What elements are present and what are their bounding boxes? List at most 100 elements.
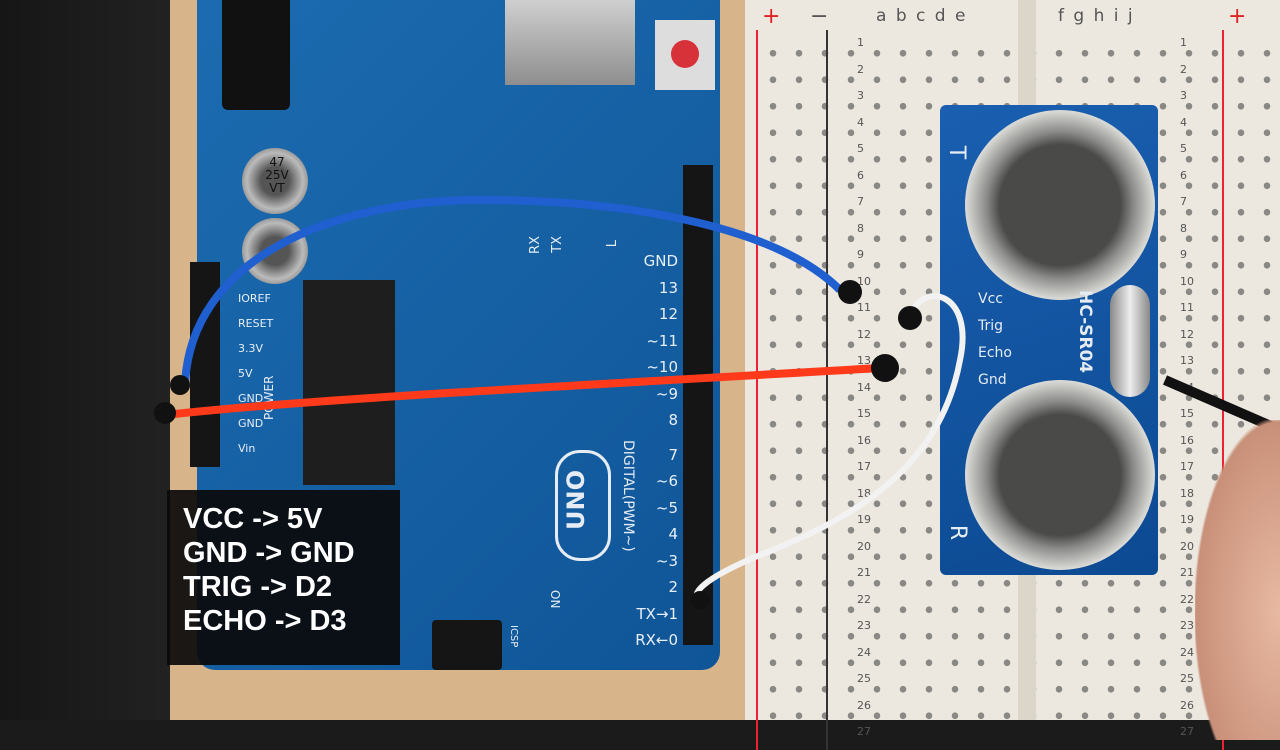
row-number: 16 (857, 433, 871, 447)
digital-pin-label: 12 (658, 305, 678, 323)
row-number: 23 (857, 619, 871, 632)
row-number: 15 (857, 407, 871, 420)
digital-pin-label: ~9 (655, 384, 678, 403)
sensor-pin-gnd: Gnd (978, 372, 1007, 388)
power-pin-label: IOREF (238, 292, 271, 305)
row-number: 12 (857, 327, 871, 341)
power-jack (222, 0, 290, 110)
row-number: 20 (857, 539, 871, 553)
digital-pin-label: RX←0 (635, 631, 678, 649)
row-number: 20 (1180, 539, 1194, 553)
caption-line: ECHO -> D3 (183, 605, 347, 637)
row-number: 25 (857, 672, 871, 685)
digital-pin-label: TX→1 (636, 604, 678, 623)
minus-rail-line (826, 30, 828, 750)
power-pin-label: GND (238, 417, 264, 430)
background (0, 0, 175, 720)
row-number: 23 (1180, 619, 1194, 632)
row-number: 22 (1180, 592, 1194, 606)
row-number: 21 (1180, 566, 1194, 579)
columns-left-label: a b c d e (876, 6, 968, 26)
power-pin-label: 3.3V (238, 342, 264, 355)
row-number: 24 (857, 645, 871, 659)
row-number: 9 (857, 248, 864, 261)
row-number: 11 (1180, 301, 1194, 314)
usb-port (505, 0, 635, 85)
row-number: 12 (1180, 327, 1194, 341)
row-number: 11 (857, 301, 871, 314)
on-led-label: ON (548, 590, 562, 609)
power-pin-label: 5V (238, 367, 253, 380)
digital-pin-label: GND (643, 252, 678, 270)
receiver-transducer (965, 380, 1155, 570)
row-number: 5 (1180, 142, 1187, 155)
digital-pin-label: 2 (668, 578, 678, 596)
power-pin-label: Vin (238, 442, 256, 455)
digital-pin-label: 8 (668, 411, 678, 429)
digital-pin-label: ~11 (646, 331, 678, 350)
row-number: 6 (857, 168, 864, 182)
white-wire (693, 293, 966, 603)
row-number: 8 (857, 221, 864, 235)
row-number: 3 (1180, 89, 1187, 102)
digital-pin-label: ~5 (655, 498, 678, 517)
row-number: 13 (1180, 354, 1194, 367)
row-number: 26 (857, 698, 871, 712)
sensor-model-label: HC-SR04 (1075, 290, 1095, 374)
row-number: 5 (857, 142, 864, 155)
row-number: 7 (857, 195, 864, 208)
row-number: 17 (1180, 460, 1194, 473)
digital-pin-label: ~10 (646, 358, 678, 376)
digital-pin-label: 7 (668, 445, 678, 464)
row-number: 25 (1180, 672, 1194, 685)
icsp-label: ICSP (508, 625, 519, 648)
digital-pin-label: 13 (658, 278, 678, 297)
row-number: 22 (857, 592, 871, 606)
wiring-caption: VCC -> 5V GND -> GND TRIG -> D2 ECHO -> … (167, 490, 400, 665)
hand (1195, 420, 1280, 740)
row-number: 18 (1180, 486, 1194, 500)
row-number: 19 (1180, 513, 1194, 526)
row-number: 19 (857, 513, 871, 526)
crystal (1110, 285, 1150, 397)
row-number: 27 (1180, 725, 1194, 738)
plus-label: + (762, 4, 781, 29)
icsp-header (432, 620, 502, 670)
row-number: 17 (857, 460, 871, 473)
red-wire (164, 364, 881, 419)
atmega-chip (303, 280, 395, 485)
row-number: 7 (1180, 195, 1187, 208)
row-number: 21 (857, 566, 871, 579)
plus-label-right: + (1228, 4, 1247, 29)
row-number: 27 (857, 725, 871, 738)
row-number: 3 (857, 89, 864, 102)
power-pin-label: RESET (238, 317, 274, 330)
plus-rail-line (756, 30, 758, 750)
digital-pin-label: 4 (668, 525, 678, 543)
row-number: 10 (1180, 274, 1194, 288)
row-number: 1 (1180, 36, 1187, 49)
capacitor (242, 148, 308, 214)
row-number: 16 (1180, 433, 1194, 447)
digital-pin-label: ~3 (655, 551, 678, 570)
row-number: 1 (857, 36, 864, 49)
row-number: 15 (1180, 407, 1194, 420)
digital-pin-label: ~6 (655, 472, 678, 490)
row-number: 18 (857, 486, 871, 500)
caption-line: VCC -> 5V (183, 503, 323, 535)
power-pin-label: GND (238, 392, 264, 405)
digital-label: DIGITAL(PWM~) (620, 440, 636, 552)
row-number: 2 (1180, 62, 1187, 76)
columns-right-label: f g h i j (1058, 6, 1135, 26)
reset-button[interactable] (655, 20, 715, 90)
row-number: 13 (857, 354, 871, 367)
sensor-pin-echo: Echo (978, 345, 1012, 361)
row-number: 2 (857, 62, 864, 76)
row-number: 4 (1180, 115, 1187, 129)
caption-line: TRIG -> D2 (183, 571, 333, 603)
transmitter-transducer (965, 110, 1155, 300)
row-number: 10 (857, 274, 871, 288)
plus-rail-line-right (1222, 30, 1224, 750)
digital-header (683, 165, 713, 645)
